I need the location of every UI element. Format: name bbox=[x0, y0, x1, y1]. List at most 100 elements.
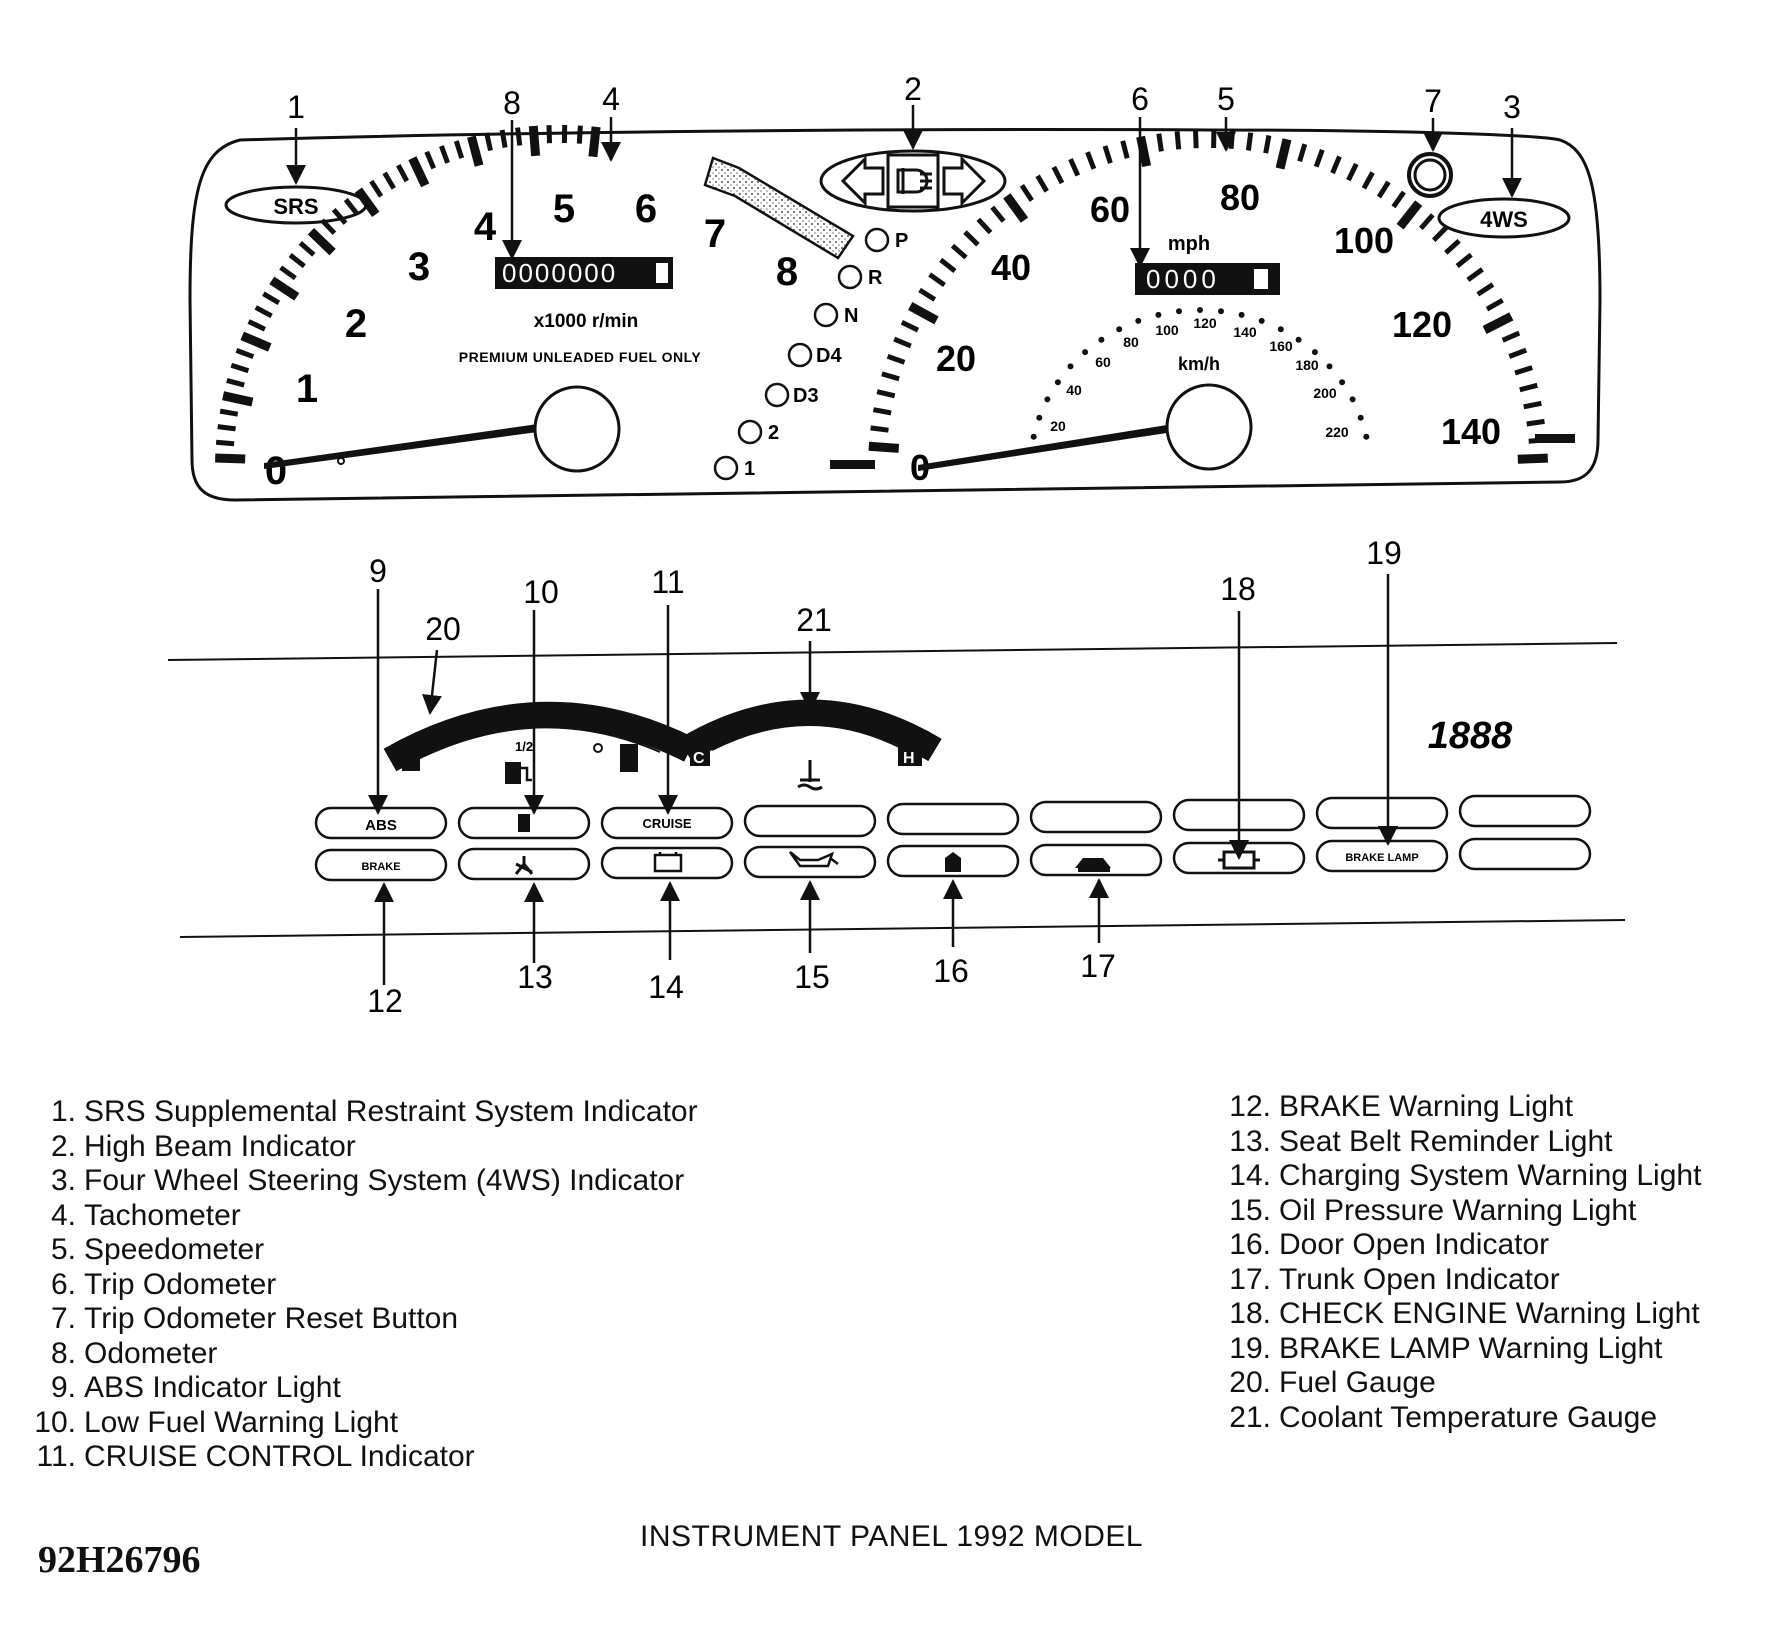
tachometer-tick bbox=[307, 228, 336, 256]
gear-label-1: 1 bbox=[744, 458, 755, 480]
legend-item: 16.Door Open Indicator bbox=[1225, 1228, 1701, 1263]
gear-lamp-1 bbox=[713, 455, 739, 481]
turn-right-arrow-icon bbox=[942, 155, 987, 207]
callout-8: 8 bbox=[503, 85, 521, 121]
speedometer-tick bbox=[876, 389, 896, 399]
tachometer-tick bbox=[320, 218, 337, 235]
speedometer-max-bar bbox=[1535, 434, 1575, 443]
speedometer-tick bbox=[893, 336, 912, 349]
speedometer-tick bbox=[1519, 382, 1538, 393]
mph-label-140: 140 bbox=[1441, 411, 1501, 452]
callout-9: 9 bbox=[369, 553, 387, 589]
speedometer-tick bbox=[1517, 453, 1548, 464]
callout-7: 7 bbox=[1424, 83, 1442, 119]
speedometer-tick bbox=[1485, 298, 1504, 312]
legend-item-number: 1. bbox=[50, 1095, 76, 1128]
trip-odometer-digits: 0000 bbox=[1146, 264, 1220, 294]
odometer-tenths bbox=[654, 261, 670, 285]
gear-lamp-d3 bbox=[764, 382, 790, 408]
speedometer-tick bbox=[1136, 135, 1152, 167]
spare-lamp-top-5 bbox=[886, 802, 1020, 836]
tachometer-tick bbox=[269, 276, 300, 301]
speedometer-tick bbox=[1419, 213, 1435, 231]
speedometer-mph-scale: 0 20 40 60 80 100 120 140 bbox=[910, 177, 1501, 488]
legend-item-text: Four Wheel Steering System (4WS) Indicat… bbox=[84, 1164, 685, 1197]
speedometer-tick bbox=[1035, 174, 1049, 193]
callout-21: 21 bbox=[796, 602, 832, 638]
door-open-icon bbox=[945, 852, 961, 872]
spare-lamp-top-6 bbox=[1029, 800, 1163, 834]
speedometer-tick bbox=[1051, 165, 1065, 185]
gear-label-2: 2 bbox=[768, 422, 779, 444]
tachometer-tick bbox=[217, 424, 236, 432]
4ws-lamp-text: 4WS bbox=[1480, 207, 1528, 232]
trip-reset-button bbox=[1407, 152, 1453, 198]
mph-label-80: 80 bbox=[1220, 177, 1260, 218]
tachometer-tick bbox=[424, 150, 437, 170]
legend-item-number: 16. bbox=[1229, 1228, 1271, 1261]
seat-belt-lamp bbox=[457, 847, 591, 881]
callout-19: 19 bbox=[1366, 535, 1402, 571]
legend-item-text: Charging System Warning Light bbox=[1279, 1159, 1702, 1192]
speedometer-tick bbox=[1346, 162, 1359, 182]
legend-item: 12.BRAKE Warning Light bbox=[1225, 1090, 1701, 1125]
cluster-outline bbox=[188, 127, 1602, 502]
tach-label-5: 5 bbox=[553, 187, 575, 231]
mph-label-40: 40 bbox=[991, 247, 1031, 288]
legend-item-text: Trip Odometer Reset Button bbox=[84, 1302, 459, 1335]
callout-2: 2 bbox=[904, 71, 922, 107]
legend-item-number: 3. bbox=[50, 1164, 76, 1197]
legend-item: 19.BRAKE LAMP Warning Light bbox=[1225, 1332, 1701, 1367]
kmh-scale-dot bbox=[1357, 414, 1364, 421]
speedometer-tick bbox=[918, 287, 937, 302]
gear-lamp-2 bbox=[737, 419, 763, 445]
legend-item: 18.CHECK ENGINE Warning Light bbox=[1225, 1297, 1701, 1332]
kmh-label-120: 120 bbox=[1193, 315, 1217, 331]
legend-item-text: BRAKE LAMP Warning Light bbox=[1279, 1331, 1663, 1365]
kmh-scale-dot bbox=[1295, 336, 1302, 343]
legend-item-number: 10. bbox=[34, 1405, 76, 1439]
speedometer-tick bbox=[1444, 238, 1461, 255]
legend-item: 7.Trip Odometer Reset Button bbox=[30, 1302, 698, 1337]
kmh-scale-dot bbox=[1044, 396, 1051, 403]
gear-label-d4: D4 bbox=[816, 345, 842, 367]
speedometer-tick bbox=[990, 205, 1006, 223]
tachometer-tick bbox=[515, 127, 523, 146]
speedometer-tick bbox=[872, 407, 892, 416]
legend-item-text: ABS Indicator Light bbox=[84, 1371, 341, 1404]
tachometer-scale: 0 1 2 3 4 5 6 7 8 bbox=[265, 187, 798, 493]
gear-label-n: N bbox=[844, 305, 858, 327]
speedometer-tick bbox=[1313, 148, 1325, 168]
tach-unit-label: x1000 r/min bbox=[534, 311, 639, 332]
legend-item: 13.Seat Belt Reminder Light bbox=[1225, 1125, 1701, 1160]
kmh-scale-dot bbox=[1155, 311, 1162, 318]
legend-item-number: 19. bbox=[1229, 1331, 1271, 1365]
legend-item: 21.Coolant Temperature Gauge bbox=[1225, 1401, 1701, 1436]
callout-1: 1 bbox=[287, 89, 305, 125]
high-beam-icon bbox=[896, 168, 932, 194]
speedometer-zero-bar bbox=[830, 460, 875, 469]
tachometer-tick bbox=[453, 140, 465, 159]
coolant-hot-mark: H bbox=[903, 750, 915, 767]
speedometer-tick bbox=[1228, 130, 1235, 149]
speedometer-tick bbox=[1508, 347, 1528, 359]
trunk-open-lamp bbox=[1029, 843, 1163, 877]
mph-label-20: 20 bbox=[936, 338, 976, 379]
tachometer-tick bbox=[230, 362, 250, 374]
kmh-scale-dot bbox=[1363, 433, 1370, 440]
tachometer-needle bbox=[264, 424, 538, 469]
tachometer-tick bbox=[331, 207, 348, 225]
legend-item-number: 9. bbox=[50, 1371, 76, 1404]
legend-item: 11.CRUISE CONTROL Indicator bbox=[30, 1440, 698, 1475]
legend-item-text: Coolant Temperature Gauge bbox=[1279, 1400, 1658, 1434]
tachometer-tick bbox=[408, 156, 430, 188]
speedometer-tick bbox=[1431, 225, 1449, 243]
tachometer-tick bbox=[546, 125, 552, 144]
legend-item-text: CHECK ENGINE Warning Light bbox=[1279, 1297, 1700, 1330]
mph-label-120: 120 bbox=[1392, 304, 1452, 345]
legend-item-number: 7. bbox=[50, 1302, 76, 1335]
spare-lamp-top-9 bbox=[1458, 794, 1592, 828]
brake-lamp-lamp-text: BRAKE LAMP bbox=[1345, 852, 1418, 864]
kmh-scale-dot bbox=[1098, 336, 1105, 343]
legend-item-text: Low Fuel Warning Light bbox=[84, 1405, 399, 1439]
